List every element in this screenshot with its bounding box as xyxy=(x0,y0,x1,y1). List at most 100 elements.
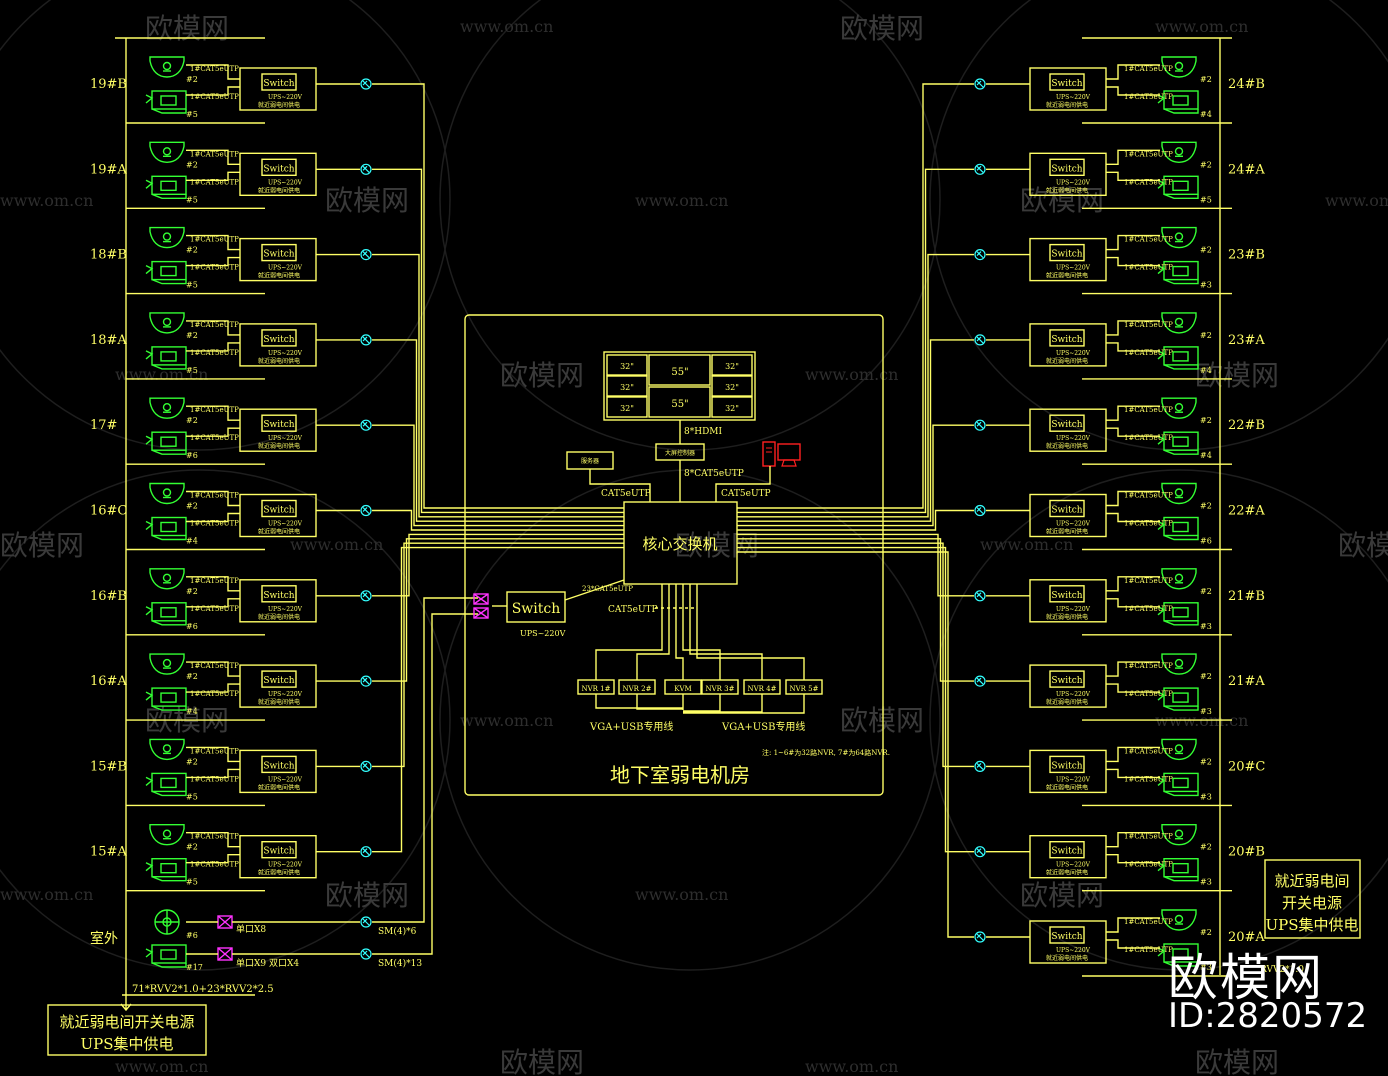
camera-count-top: #2 xyxy=(1200,75,1212,84)
right-floor-row: 22#B#2#41#CAT5eUTP1#CAT5eUTPSwitchUPS~22… xyxy=(974,397,1265,465)
right-power-cable: RVV2*1.0 xyxy=(1260,965,1304,975)
camera-count-top: #2 xyxy=(1200,502,1212,511)
cable-label: 1#CAT5eUTP xyxy=(190,861,239,869)
floor-switch-sub: 就近弱电间供电 xyxy=(258,698,300,706)
floor-switch-sub: 就近弱电间供电 xyxy=(1046,783,1088,791)
floor-switch-label: Switch xyxy=(1051,847,1082,857)
box-camera-icon xyxy=(145,516,187,541)
outdoor-fiber-top: SM(4)*6 xyxy=(378,926,417,937)
box-camera-icon xyxy=(145,431,187,455)
cable-label: 1#CAT5eUTP xyxy=(1124,406,1173,414)
floor-switch-sub: 就近弱电间供电 xyxy=(258,357,300,365)
camera-count-top: #2 xyxy=(186,757,198,766)
fiber-connector-icon xyxy=(360,419,372,431)
floor-switch-box xyxy=(239,323,317,367)
box-camera-icon xyxy=(145,175,187,200)
floor-switch-box xyxy=(239,749,317,794)
floor-label: 18#A xyxy=(90,333,127,348)
floor-switch-box xyxy=(239,152,317,197)
floor-switch-sub: 就近弱电间供电 xyxy=(1046,869,1088,877)
camera-count-bottom: #3 xyxy=(1200,707,1212,716)
camera-count-bottom: #6 xyxy=(1200,537,1212,546)
box-camera-icon xyxy=(145,858,187,882)
floor-switch-sub: 就近弱电间供电 xyxy=(1046,186,1088,194)
cable-label: 1#CAT5eUTP xyxy=(1124,946,1173,954)
left-floor-row: 15#A#2#51#CAT5eUTP1#CAT5eUTPSwitchUPS~22… xyxy=(90,824,372,892)
cable-label: 1#CAT5eUTP xyxy=(1124,264,1173,272)
floor-switch-power: UPS~220V xyxy=(1056,179,1091,186)
cable-label: 1#CAT5eUTP xyxy=(1124,662,1173,670)
cat-nvr-label: CAT5eUTP xyxy=(608,605,658,615)
camera-count-bottom: #5 xyxy=(186,792,198,801)
floor-switch-sub: 就近弱电间供电 xyxy=(1046,613,1088,621)
cat-uplink-label: 8*CAT5eUTP xyxy=(684,469,744,479)
floor-label: 21#A xyxy=(1228,674,1265,689)
screen-small-label: 32" xyxy=(725,362,739,371)
right-floor-row: 23#B#2#31#CAT5eUTP1#CAT5eUTPSwitchUPS~22… xyxy=(974,226,1265,295)
floor-switch-box xyxy=(1029,67,1107,111)
floor-switch-power: UPS~220V xyxy=(1056,265,1091,272)
camera-count-top: #2 xyxy=(186,416,198,425)
floor-switch-label: Switch xyxy=(263,591,294,601)
right-floor-row: 23#A#2#41#CAT5eUTP1#CAT5eUTPSwitchUPS~22… xyxy=(974,312,1265,380)
floor-switch-box xyxy=(1029,237,1107,282)
left-floor-row: 19#A#2#51#CAT5eUTP1#CAT5eUTPSwitchUPS~22… xyxy=(90,141,372,209)
floor-switch-power: UPS~220V xyxy=(1056,947,1091,954)
camera-count-bottom: #5 xyxy=(186,281,198,290)
camera-count-top: #2 xyxy=(1200,843,1212,852)
nvr-box: NVR 3# xyxy=(682,584,739,712)
nvr-box: NVR 2# xyxy=(618,584,683,710)
outdoor-box-camera-icon xyxy=(145,944,187,968)
camera-count-top: #2 xyxy=(186,672,198,681)
floor-switch-label: Switch xyxy=(1051,164,1082,174)
cable-label: 1#CAT5eUTP xyxy=(1124,178,1173,186)
camera-count-bottom: #3 xyxy=(1200,792,1212,801)
floor-switch-label: Switch xyxy=(263,79,294,89)
box-camera-icon xyxy=(145,772,187,797)
floor-switch-sub: 就近弱电间供电 xyxy=(1046,357,1088,365)
cable-label: 1#CAT5eUTP xyxy=(190,93,239,101)
core-switch-box xyxy=(623,501,738,585)
watermark-url: www.om.cn xyxy=(980,535,1073,554)
fiber-connector-icon xyxy=(974,590,986,602)
floor-switch-label: Switch xyxy=(263,164,294,174)
floor-label: 16#A xyxy=(90,674,127,689)
fiber-connector-icon xyxy=(974,675,986,687)
dome-camera-icon xyxy=(149,653,185,675)
outdoor-label: 室外 xyxy=(90,930,118,947)
floor-switch-box xyxy=(1029,408,1107,452)
floor-switch-label: Switch xyxy=(1051,420,1082,430)
camera-count-bottom: #4 xyxy=(186,537,198,546)
dome-camera-icon xyxy=(149,141,185,164)
screen-large-label: 55" xyxy=(671,367,688,378)
patch-panel-icon xyxy=(473,593,489,619)
floor-label: 24#B xyxy=(1228,77,1265,92)
watermark-url: www.om.cn xyxy=(1155,17,1248,36)
camera-count-top: #2 xyxy=(186,331,198,340)
camera-count-bottom: #3 xyxy=(1200,963,1212,972)
floor-switch-box xyxy=(1029,323,1107,367)
floor-label: 22#B xyxy=(1228,418,1265,433)
floor-switch-box xyxy=(1029,493,1107,538)
left-floor-row: 18#B#2#51#CAT5eUTP1#CAT5eUTPSwitchUPS~22… xyxy=(90,226,372,295)
camera-count-top: #2 xyxy=(1200,416,1212,425)
cable-label: 1#CAT5eUTP xyxy=(190,406,239,414)
dome-camera-icon xyxy=(149,482,185,505)
dome-camera-icon xyxy=(149,56,185,78)
floor-switch-box xyxy=(239,67,317,111)
watermark-url: www.om.cn xyxy=(805,1057,898,1076)
camera-count-bottom: #5 xyxy=(186,110,198,119)
floor-switch-sub: 就近弱电间供电 xyxy=(1046,528,1088,536)
cable-label: 1#CAT5eUTP xyxy=(1124,747,1173,755)
camera-count-bottom: #3 xyxy=(1200,878,1212,887)
fiber-connector-icon xyxy=(360,760,372,773)
floor-switch-sub: 就近弱电间供电 xyxy=(1046,101,1088,109)
left-power-note-line: UPS集中供电 xyxy=(80,1035,173,1053)
right-floor-rows: 24#B#2#41#CAT5eUTP1#CAT5eUTPSwitchUPS~22… xyxy=(974,56,1265,977)
floor-switch-label: Switch xyxy=(263,676,294,686)
cable-label: 1#CAT5eUTP xyxy=(1124,65,1173,73)
fiber-connector-icon xyxy=(974,846,986,858)
cable-label: 1#CAT5eUTP xyxy=(190,65,239,73)
floor-switch-power: UPS~220V xyxy=(268,691,303,698)
